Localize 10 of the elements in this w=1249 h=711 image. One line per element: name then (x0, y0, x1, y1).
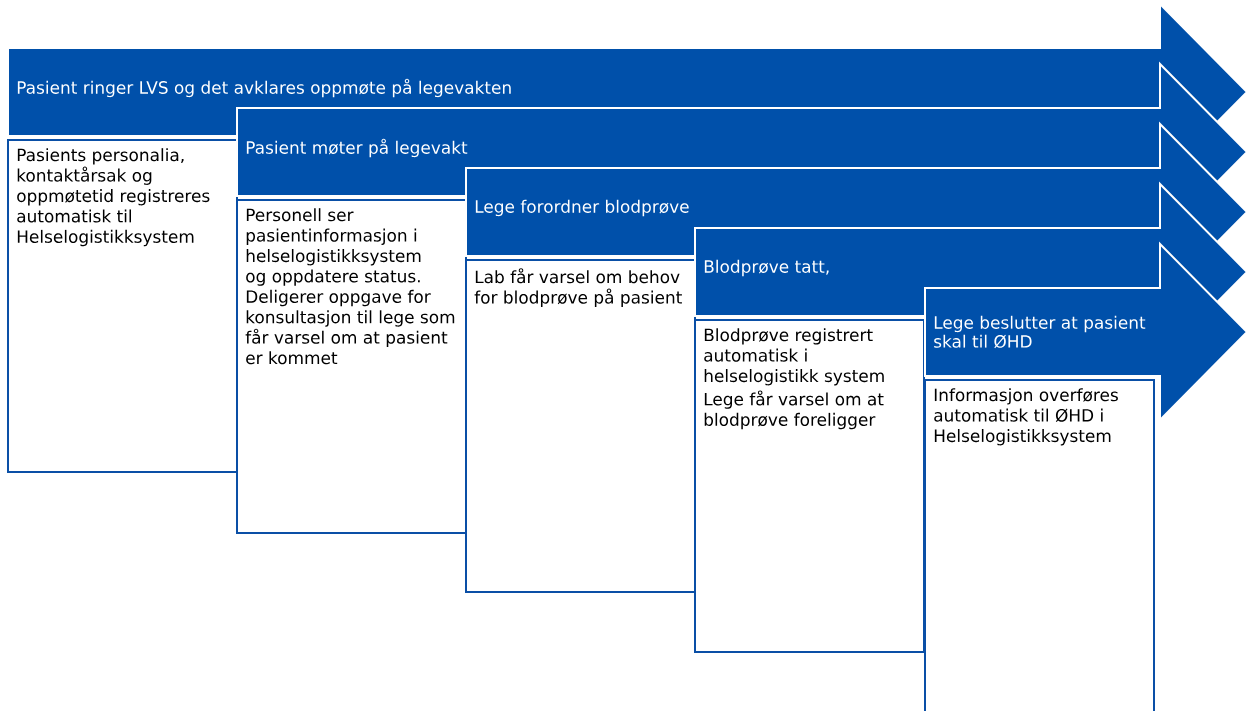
text-box: Pasients personalia, kontaktårsak og oppmøtetid registreres automatisk til Helselogistikksystem (7, 139, 238, 473)
node-label: Lege forordner blodprøve (475, 199, 689, 217)
text-box: Blodprøve registrert automatisk i helselogistikk system Lege får varsel om at blodprøve foreligger (694, 319, 925, 653)
text-box: Personell ser pasientinformasjon i helselogistikksystem og oppdatere status. Deligerer oppgave for konsultasjon til lege som får varsel om at pasient er kommet (236, 199, 467, 534)
node-label: Pasient ringer LVS og det avklares oppmøte på legevakten (17, 78, 511, 98)
node-label: Lege beslutter at pasient skal til ØHD (934, 315, 1146, 349)
node-label: Pasient møter på legevakt (246, 138, 468, 158)
node-label: Blodprøve tatt, (704, 259, 829, 277)
text-box: Informasjon overføres automatisk til ØHD i Helselogistikksystem (924, 379, 1155, 711)
text-box: Lab får varsel om behov for blodprøve på pasient (465, 259, 696, 593)
